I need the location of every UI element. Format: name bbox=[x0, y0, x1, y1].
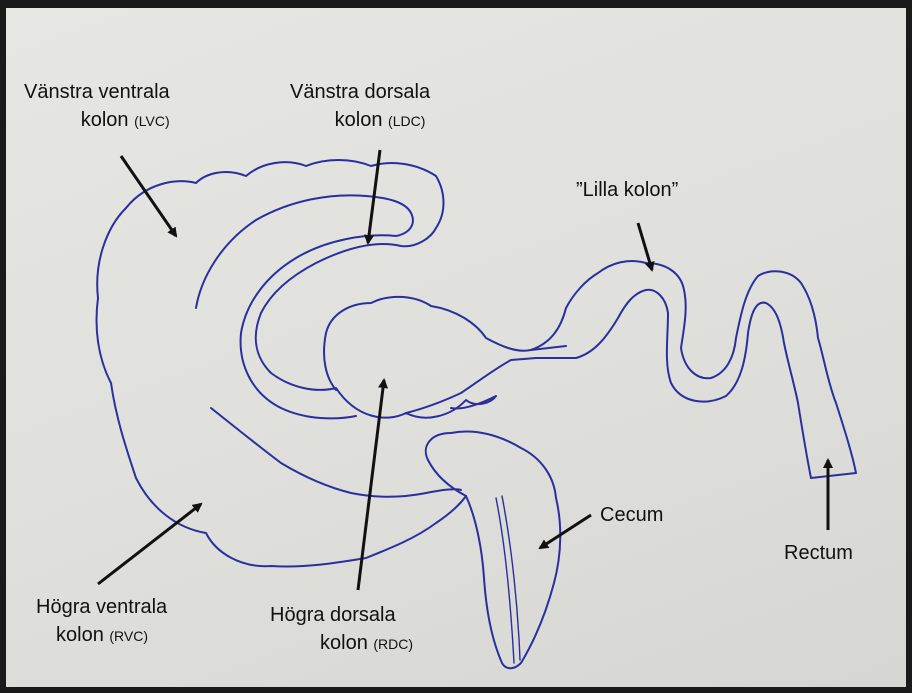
label-rectum: Rectum bbox=[784, 539, 853, 567]
arrow-cecum bbox=[540, 515, 591, 548]
label-lvc: Vänstra ventrala kolon (LVC) bbox=[24, 78, 170, 135]
label-rdc: Högra dorsala kolon (RDC) bbox=[270, 601, 413, 658]
rdc-outline bbox=[324, 297, 566, 390]
label-small-colon: ”Lilla kolon” bbox=[576, 176, 678, 204]
label-rdc-word: kolon bbox=[320, 632, 368, 654]
label-rvc-name: Högra ventrala bbox=[36, 593, 167, 621]
small-colon-outline bbox=[531, 261, 856, 478]
arrow-lvc bbox=[121, 156, 176, 236]
label-lvc-abbr: (LVC) bbox=[134, 113, 170, 129]
label-rvc-abbr: (RVC) bbox=[109, 628, 148, 644]
label-rdc-name: Högra dorsala bbox=[270, 601, 413, 629]
label-ldc: Vänstra dorsala kolon (LDC) bbox=[290, 78, 430, 135]
label-lvc-name: Vänstra ventrala bbox=[24, 78, 170, 106]
label-lvc-word: kolon bbox=[81, 109, 129, 131]
label-rvc-word: kolon bbox=[56, 624, 104, 646]
label-cecum: Cecum bbox=[600, 501, 663, 529]
rdc-lower bbox=[406, 358, 536, 413]
ventral-colon-left-edge bbox=[97, 208, 466, 566]
label-ldc-abbr: (LDC) bbox=[388, 113, 425, 129]
cecum-band bbox=[496, 496, 520, 663]
cecum-outline bbox=[426, 431, 561, 668]
label-ldc-name: Vänstra dorsala bbox=[290, 78, 430, 106]
rvc-inner bbox=[211, 408, 461, 497]
arrow-rvc bbox=[98, 504, 201, 584]
label-ldc-word: kolon bbox=[335, 109, 383, 131]
paper-sheet: Vänstra ventrala kolon (LVC) Vänstra dor… bbox=[6, 8, 906, 687]
label-rdc-abbr: (RDC) bbox=[373, 636, 413, 652]
ventral-colon-inner bbox=[196, 195, 413, 418]
label-rvc: Högra ventrala kolon (RVC) bbox=[36, 593, 167, 650]
